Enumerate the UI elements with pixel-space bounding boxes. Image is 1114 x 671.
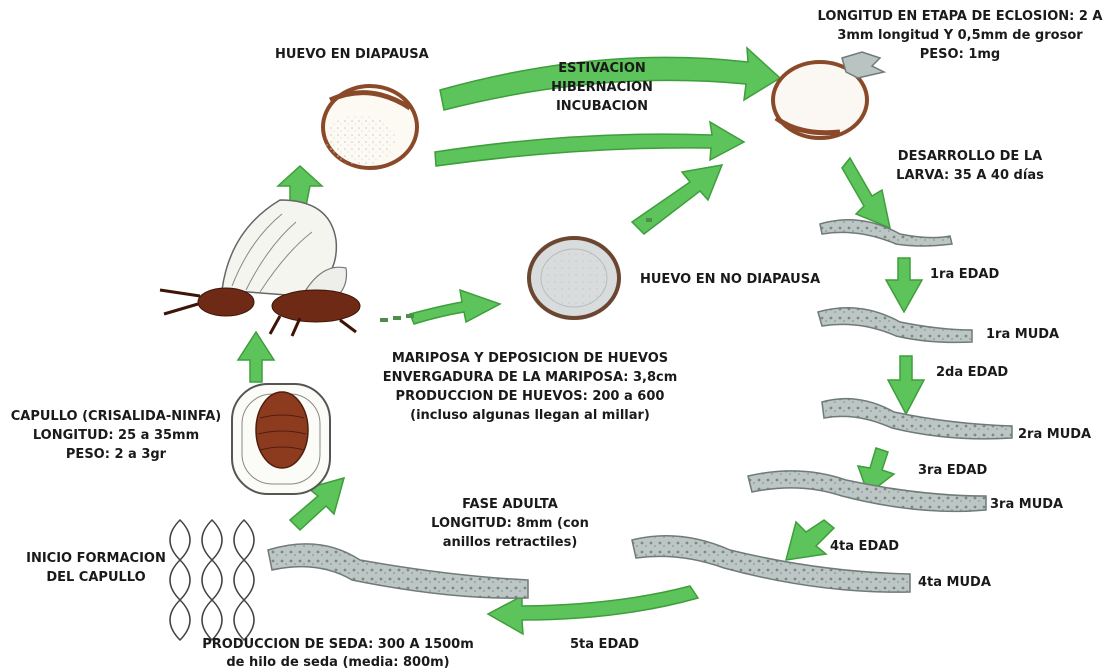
- label-3ra-muda: 3ra MUDA: [990, 497, 1063, 512]
- label-eclosion-3: PESO: 1mg: [920, 47, 1000, 62]
- label-hibernacion: HIBERNACION: [551, 80, 653, 95]
- label-1ra-edad: 1ra EDAD: [930, 267, 999, 282]
- egg-no-diapause: [529, 238, 619, 318]
- label-eclosion-2: 3mm longitud Y 0,5mm de grosor: [837, 28, 1083, 43]
- label-1ra-muda: 1ra MUDA: [986, 327, 1059, 342]
- label-4ta-muda: 4ta MUDA: [918, 575, 991, 590]
- label-fase-adulta-3: anillos retractiles): [443, 535, 578, 550]
- arrow-cocoon-to-moth: [238, 332, 274, 382]
- label-estivacion: ESTIVACION: [558, 61, 646, 76]
- label-mariposa-3: PRODUCCION DE HUEVOS: 200 a 600: [396, 389, 665, 404]
- larva-2: [818, 308, 972, 343]
- label-inicio-capullo-1: INICIO FORMACION: [26, 551, 166, 566]
- label-huevo-diapausa: HUEVO EN DIAPAUSA: [275, 47, 429, 62]
- label-capullo-1: CAPULLO (CRISALIDA-NINFA): [11, 409, 221, 424]
- arrow-nodiapause-to-hatch: [632, 165, 722, 234]
- egg-diapause: [323, 86, 417, 168]
- label-2ra-muda: 2ra MUDA: [1018, 427, 1091, 442]
- label-eclosion-1: LONGITUD EN ETAPA DE ECLOSION: 2 A: [818, 9, 1103, 24]
- label-5ta-edad: 5ta EDAD: [570, 637, 639, 652]
- arrow-estivation-to-hatch: [435, 122, 744, 166]
- silk-loops: [170, 520, 254, 640]
- larva-adult: [268, 544, 528, 598]
- label-3ra-edad: 3ra EDAD: [918, 463, 987, 478]
- arrow-eggs-to-nodiapause: [410, 290, 500, 324]
- label-4ta-edad: 4ta EDAD: [830, 539, 899, 554]
- cocoon: [232, 384, 330, 494]
- label-fase-adulta-2: LONGITUD: 8mm (con: [431, 516, 589, 531]
- label-seda-1: PRODUCCION DE SEDA: 300 A 1500m: [202, 637, 474, 652]
- label-capullo-3: PESO: 2 a 3gr: [66, 447, 167, 462]
- label-2da-edad: 2da EDAD: [936, 365, 1008, 380]
- arrow-2da-edad: [888, 356, 924, 414]
- label-desarrollo-1: DESARROLLO DE LA: [898, 149, 1042, 164]
- label-mariposa-4: (incluso algunas llegan al millar): [410, 408, 650, 423]
- label-inicio-capullo-2: DEL CAPULLO: [46, 570, 145, 585]
- label-mariposa-2: ENVERGADURA DE LA MARIPOSA: 3,8cm: [383, 370, 678, 385]
- label-desarrollo-2: LARVA: 35 A 40 días: [896, 168, 1044, 183]
- label-capullo-2: LONGITUD: 25 a 35mm: [33, 428, 199, 443]
- label-fase-adulta-1: FASE ADULTA: [462, 497, 558, 512]
- arrow-4ta-edad: [786, 520, 834, 560]
- label-huevo-no-diapausa: HUEVO EN NO DIAPAUSA: [640, 272, 820, 287]
- larva-3: [822, 399, 1012, 439]
- moth: [160, 200, 360, 336]
- egg-hatching: [773, 52, 884, 138]
- label-seda-2: de hilo de seda (media: 800m): [226, 655, 449, 670]
- label-mariposa-1: MARIPOSA Y DEPOSICION DE HUEVOS: [392, 351, 668, 366]
- arrow-1ra-edad: [886, 258, 922, 312]
- arrow-hatch-to-larva: [842, 158, 890, 228]
- label-incubacion: INCUBACION: [556, 99, 648, 114]
